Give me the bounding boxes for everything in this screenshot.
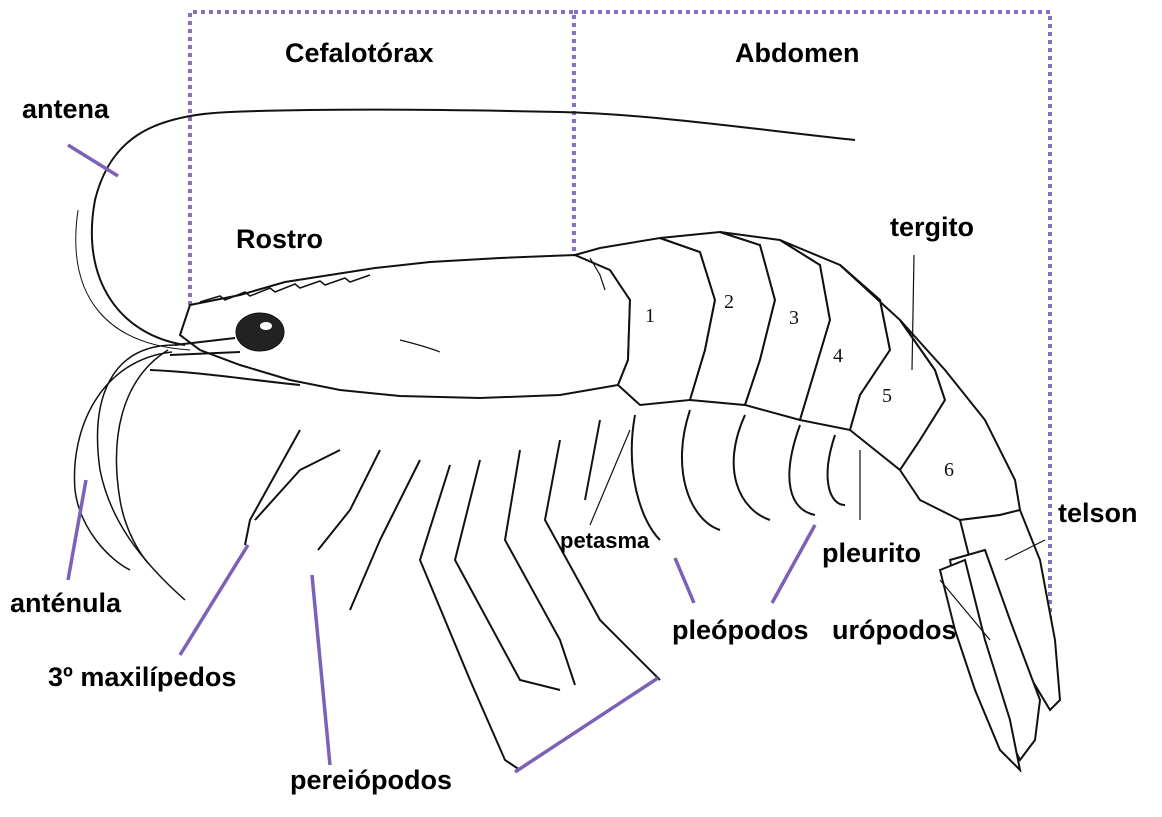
segment-6: 6	[944, 459, 954, 481]
pleurite-label: pleurito	[822, 540, 921, 567]
tail-fan	[940, 510, 1060, 770]
antennule	[74, 345, 185, 600]
antennule-label: anténula	[10, 590, 121, 617]
pereiopods-label: pereiópodos	[290, 767, 452, 794]
petasma-label: petasma	[560, 530, 649, 552]
rostrum-label: Rostro	[236, 226, 323, 253]
segment-4: 4	[833, 345, 843, 367]
pleopods	[632, 410, 845, 540]
tergite-label: tergito	[890, 214, 974, 241]
maxillipeds-label: 3º maxilípedos	[48, 664, 236, 691]
segment-2: 2	[724, 291, 734, 313]
segment-1: 1	[645, 305, 655, 327]
antenna-label: antena	[22, 96, 109, 123]
segment-3: 3	[789, 307, 799, 329]
abdomen-label: Abdomen	[735, 40, 860, 67]
uropods-label: urópodos	[832, 617, 956, 644]
pleopods-label: pleópodos	[672, 617, 809, 644]
telson-label: telson	[1058, 500, 1138, 527]
segment-5: 5	[882, 385, 892, 407]
cephalothorax-label: Cefalotórax	[285, 40, 434, 67]
